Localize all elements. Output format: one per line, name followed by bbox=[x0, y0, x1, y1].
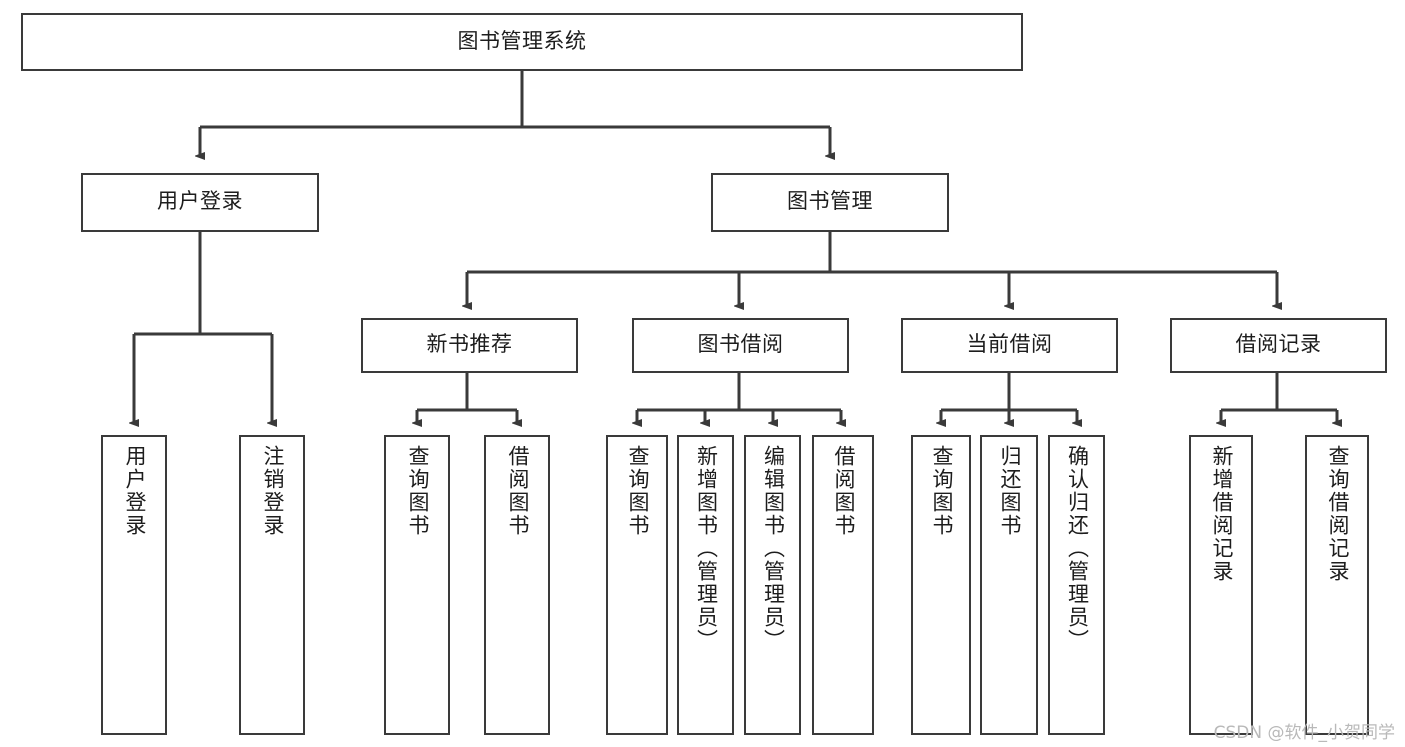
node-leaf-borrow-book-2-label: 借阅图书 bbox=[832, 445, 856, 537]
node-book-borrow-label: 图书借阅 bbox=[697, 333, 784, 357]
node-leaf-query-record-label: 查询借阅记录 bbox=[1326, 445, 1350, 583]
node-new-book-recommend[interactable]: 新书推荐 bbox=[361, 318, 578, 373]
node-current-borrow-label: 当前借阅 bbox=[966, 333, 1053, 357]
node-root[interactable]: 图书管理系统 bbox=[21, 13, 1023, 71]
node-leaf-borrow-book-2[interactable]: 借阅图书 bbox=[812, 435, 874, 735]
node-root-label: 图书管理系统 bbox=[457, 29, 587, 53]
node-leaf-return-book-label: 归还图书 bbox=[998, 445, 1022, 537]
node-leaf-query-book-3-label: 查询图书 bbox=[930, 445, 954, 537]
node-leaf-borrow-book-1[interactable]: 借阅图书 bbox=[484, 435, 550, 735]
node-user-login-label: 用户登录 bbox=[157, 190, 243, 214]
node-borrow-record[interactable]: 借阅记录 bbox=[1170, 318, 1387, 373]
node-leaf-query-book-1-label: 查询图书 bbox=[406, 445, 430, 537]
node-leaf-user-login-label: 用户登录 bbox=[123, 445, 147, 537]
node-leaf-user-login[interactable]: 用户登录 bbox=[101, 435, 167, 735]
node-leaf-add-record-label: 新增借阅记录 bbox=[1210, 445, 1234, 583]
node-leaf-query-record[interactable]: 查询借阅记录 bbox=[1305, 435, 1369, 735]
node-new-book-recommend-label: 新书推荐 bbox=[426, 333, 513, 357]
node-leaf-borrow-book-1-label: 借阅图书 bbox=[506, 445, 530, 537]
node-leaf-query-book-2-label: 查询图书 bbox=[626, 445, 650, 537]
node-book-management[interactable]: 图书管理 bbox=[711, 173, 949, 232]
node-user-login[interactable]: 用户登录 bbox=[81, 173, 319, 232]
node-leaf-add-book[interactable]: 新增图书（管理员） bbox=[677, 435, 734, 735]
node-borrow-record-label: 借阅记录 bbox=[1235, 333, 1322, 357]
node-leaf-query-book-1[interactable]: 查询图书 bbox=[384, 435, 450, 735]
node-leaf-add-book-label: 新增图书（管理员） bbox=[694, 445, 718, 652]
node-leaf-confirm-return-label: 确认归还（管理员） bbox=[1065, 445, 1089, 652]
node-current-borrow[interactable]: 当前借阅 bbox=[901, 318, 1118, 373]
node-leaf-add-record[interactable]: 新增借阅记录 bbox=[1189, 435, 1253, 735]
node-book-management-label: 图书管理 bbox=[787, 190, 873, 214]
node-leaf-query-book-2[interactable]: 查询图书 bbox=[606, 435, 668, 735]
node-leaf-confirm-return[interactable]: 确认归还（管理员） bbox=[1048, 435, 1105, 735]
node-leaf-logout-label: 注销登录 bbox=[261, 445, 285, 537]
node-leaf-edit-book-label: 编辑图书（管理员） bbox=[761, 445, 785, 652]
node-leaf-logout[interactable]: 注销登录 bbox=[239, 435, 305, 735]
node-book-borrow[interactable]: 图书借阅 bbox=[632, 318, 849, 373]
node-leaf-query-book-3[interactable]: 查询图书 bbox=[911, 435, 971, 735]
node-leaf-edit-book[interactable]: 编辑图书（管理员） bbox=[744, 435, 801, 735]
csdn-watermark: CSDN @软件_小贺同学 bbox=[1213, 723, 1395, 743]
node-leaf-return-book[interactable]: 归还图书 bbox=[980, 435, 1038, 735]
